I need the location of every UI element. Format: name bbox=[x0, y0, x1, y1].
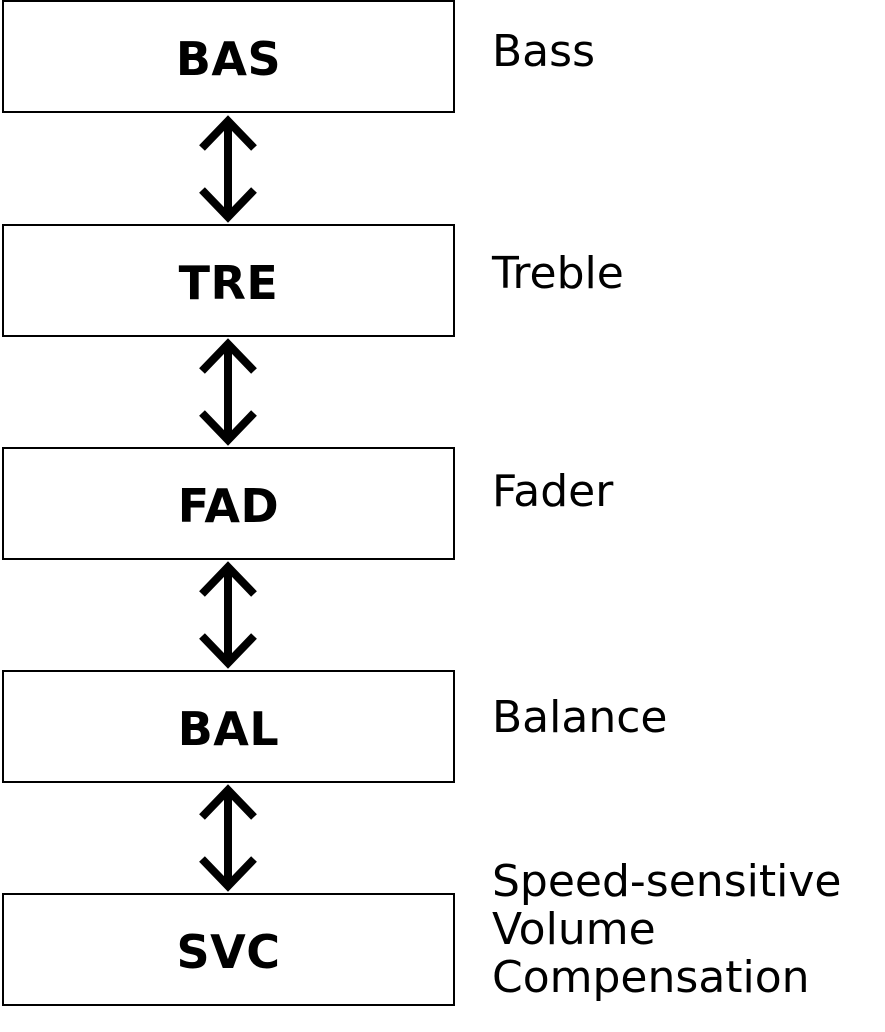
step-label-bass: Bass bbox=[492, 26, 595, 77]
step-label-svc: Speed-sensitive Volume Compensation bbox=[492, 858, 841, 1002]
step-box-svc: SVC bbox=[2, 893, 455, 1006]
step-code: TRE bbox=[178, 255, 279, 310]
step-label-fader: Fader bbox=[492, 466, 614, 517]
step-label-svc-line: Volume bbox=[492, 904, 656, 955]
double-headed-vertical-arrow-icon bbox=[199, 561, 257, 669]
double-headed-vertical-arrow-icon bbox=[199, 338, 257, 446]
step-label-svc-line: Compensation bbox=[492, 952, 810, 1003]
step-code: BAL bbox=[177, 701, 280, 756]
step-code: SVC bbox=[176, 924, 281, 979]
step-code: BAS bbox=[175, 31, 282, 86]
step-box-tre: TRE bbox=[2, 224, 455, 337]
step-box-bas: BAS bbox=[2, 0, 455, 113]
double-headed-vertical-arrow-icon bbox=[199, 784, 257, 892]
step-code: FAD bbox=[177, 478, 280, 533]
step-label-svc-line: Speed-sensitive bbox=[492, 856, 842, 907]
double-headed-vertical-arrow-icon bbox=[199, 115, 257, 223]
step-label-balance: Balance bbox=[492, 692, 668, 743]
step-box-bal: BAL bbox=[2, 670, 455, 783]
step-label-treble: Treble bbox=[492, 248, 624, 299]
step-box-fad: FAD bbox=[2, 447, 455, 560]
